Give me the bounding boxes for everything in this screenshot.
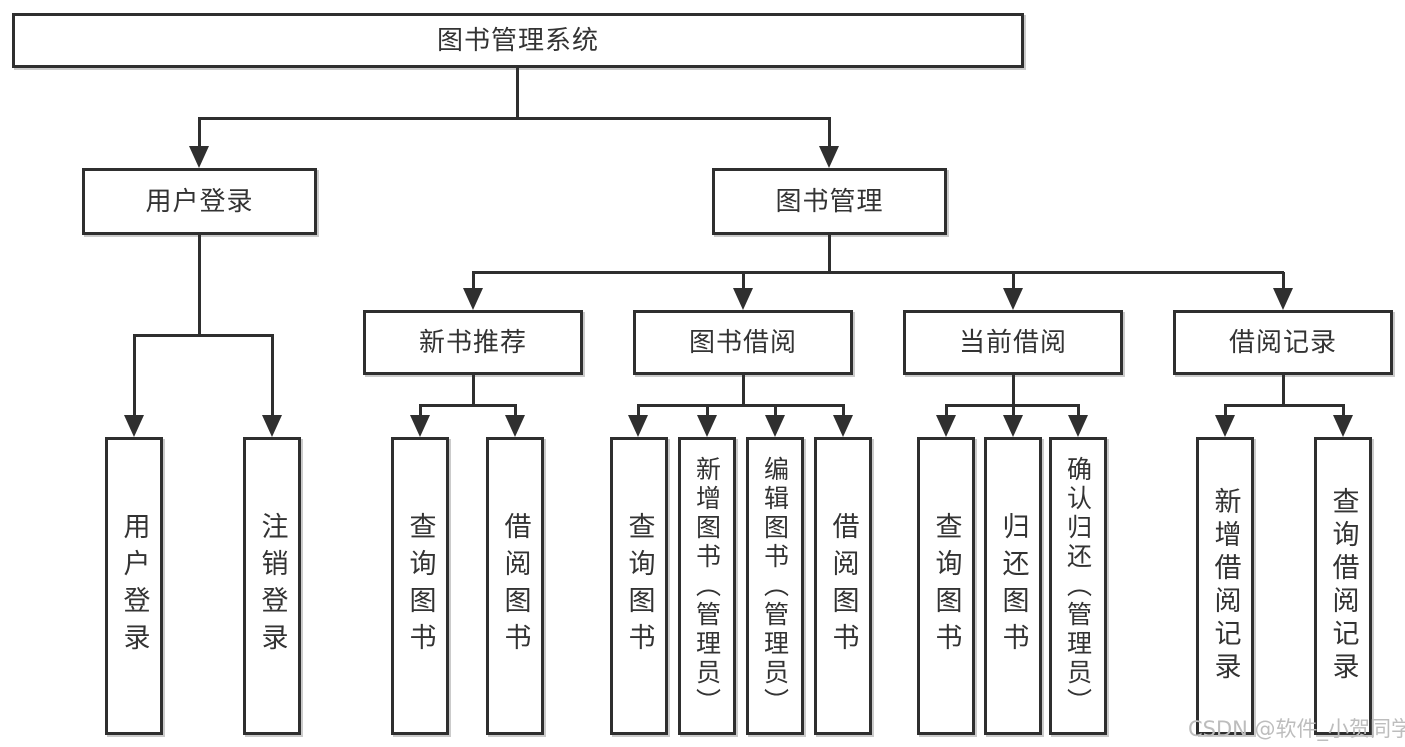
connector-leaf-drop (842, 405, 845, 417)
connector-records-stem (1282, 375, 1285, 407)
connector-to-leaf-logout (271, 335, 274, 417)
connector-to-leaf-user-login (133, 335, 136, 417)
arrow-down-icon (628, 415, 648, 437)
connector-records-hbar (1224, 404, 1345, 407)
connector-root-hbar (198, 117, 831, 120)
arrow-down-icon (697, 415, 717, 437)
connector-to-new-book-recommend (472, 272, 475, 290)
leaf-borrow-books-recommend: 借阅图书 (486, 437, 544, 735)
leaf-query-books-recommend: 查询图书 (391, 437, 449, 735)
connector-borrow-stem (742, 375, 745, 407)
connector-leaf-drop (1224, 405, 1227, 417)
node-borrow-records: 借阅记录 (1173, 310, 1393, 375)
leaf-query-books-recommend-label: 查询图书 (404, 512, 436, 660)
node-book-borrow-label: 图书借阅 (688, 327, 797, 358)
connector-current-stem (1012, 375, 1015, 407)
leaf-query-borrow-record: 查询借阅记录 (1314, 437, 1372, 735)
node-root: 图书管理系统 (12, 13, 1024, 68)
connector-leaf-drop (945, 405, 948, 417)
arrow-down-icon (1333, 415, 1353, 437)
arrow-down-icon (189, 146, 209, 168)
leaf-logout: 注销登录 (243, 437, 301, 735)
leaf-edit-book-admin-label: 编辑图书（管理员） (760, 455, 790, 717)
csdn-watermark: CSDN @软件_小贺同学 (1188, 717, 1405, 741)
connector-to-book-management (828, 118, 831, 148)
connector-leaf-drop (1077, 405, 1080, 417)
leaf-confirm-return-admin-label: 确认归还（管理员） (1063, 455, 1093, 717)
connector-recommend-hbar (419, 404, 517, 407)
node-new-book-recommend-label: 新书推荐 (418, 327, 527, 358)
leaf-borrow-books: 借阅图书 (814, 437, 872, 735)
arrow-down-icon (765, 415, 785, 437)
leaf-borrow-books-recommend-label: 借阅图书 (499, 512, 531, 660)
arrow-down-icon (410, 415, 430, 437)
node-book-management: 图书管理 (712, 168, 947, 235)
leaf-logout-label: 注销登录 (256, 512, 288, 660)
connector-leaf-drop (1012, 405, 1015, 417)
arrow-down-icon (1273, 288, 1293, 310)
arrow-down-icon (733, 288, 753, 310)
connector-user-login-stem (198, 235, 201, 337)
leaf-confirm-return-admin: 确认归还（管理员） (1049, 437, 1107, 735)
connector-book-management-hbar (472, 271, 1284, 274)
arrow-down-icon (936, 415, 956, 437)
node-book-borrow: 图书借阅 (633, 310, 853, 375)
arrow-down-icon (124, 415, 144, 437)
leaf-query-books-borrow: 查询图书 (610, 437, 668, 735)
arrow-down-icon (463, 288, 483, 310)
leaf-query-borrow-record-label: 查询借阅记录 (1327, 487, 1359, 685)
connector-root-stem (516, 68, 519, 120)
connector-leaf-drop (419, 405, 422, 417)
arrow-down-icon (1003, 288, 1023, 310)
connector-user-login-hbar (133, 334, 274, 337)
node-user-login-label: 用户登录 (145, 186, 254, 217)
leaf-add-book-admin: 新增图书（管理员） (678, 437, 736, 735)
leaf-query-books-current: 查询图书 (917, 437, 975, 735)
connector-leaf-drop (774, 405, 777, 417)
connector-leaf-drop (706, 405, 709, 417)
node-user-login: 用户登录 (82, 168, 317, 235)
connector-recommend-stem (472, 375, 475, 407)
arrow-down-icon (505, 415, 525, 437)
arrow-down-icon (262, 415, 282, 437)
connector-to-borrow-records (1282, 272, 1285, 290)
leaf-edit-book-admin: 编辑图书（管理员） (746, 437, 804, 735)
arrow-down-icon (1003, 415, 1023, 437)
arrow-down-icon (819, 146, 839, 168)
connector-leaf-drop (514, 405, 517, 417)
connector-leaf-drop (637, 405, 640, 417)
leaf-add-borrow-record: 新增借阅记录 (1196, 437, 1254, 735)
leaf-return-book-label: 归还图书 (997, 512, 1029, 660)
connector-book-management-stem (828, 235, 831, 274)
connector-leaf-drop (1342, 405, 1345, 417)
node-borrow-records-label: 借阅记录 (1228, 327, 1337, 358)
leaf-query-books-current-label: 查询图书 (930, 512, 962, 660)
node-current-borrow: 当前借阅 (903, 310, 1123, 375)
connector-to-book-borrow (742, 272, 745, 290)
leaf-return-book: 归还图书 (984, 437, 1042, 735)
arrow-down-icon (1215, 415, 1235, 437)
leaf-user-login: 用户登录 (105, 437, 163, 735)
leaf-query-books-borrow-label: 查询图书 (623, 512, 655, 660)
leaf-add-book-admin-label: 新增图书（管理员） (692, 455, 722, 717)
node-book-management-label: 图书管理 (775, 186, 884, 217)
node-new-book-recommend: 新书推荐 (363, 310, 583, 375)
leaf-add-borrow-record-label: 新增借阅记录 (1209, 487, 1241, 685)
arrow-down-icon (833, 415, 853, 437)
connector-to-current-borrow (1012, 272, 1015, 290)
leaf-user-login-label: 用户登录 (118, 512, 150, 660)
connector-to-user-login (198, 118, 201, 148)
arrow-down-icon (1068, 415, 1088, 437)
node-root-label: 图书管理系统 (436, 25, 599, 56)
leaf-borrow-books-label: 借阅图书 (827, 512, 859, 660)
node-current-borrow-label: 当前借阅 (958, 327, 1067, 358)
connector-borrow-hbar (637, 404, 845, 407)
